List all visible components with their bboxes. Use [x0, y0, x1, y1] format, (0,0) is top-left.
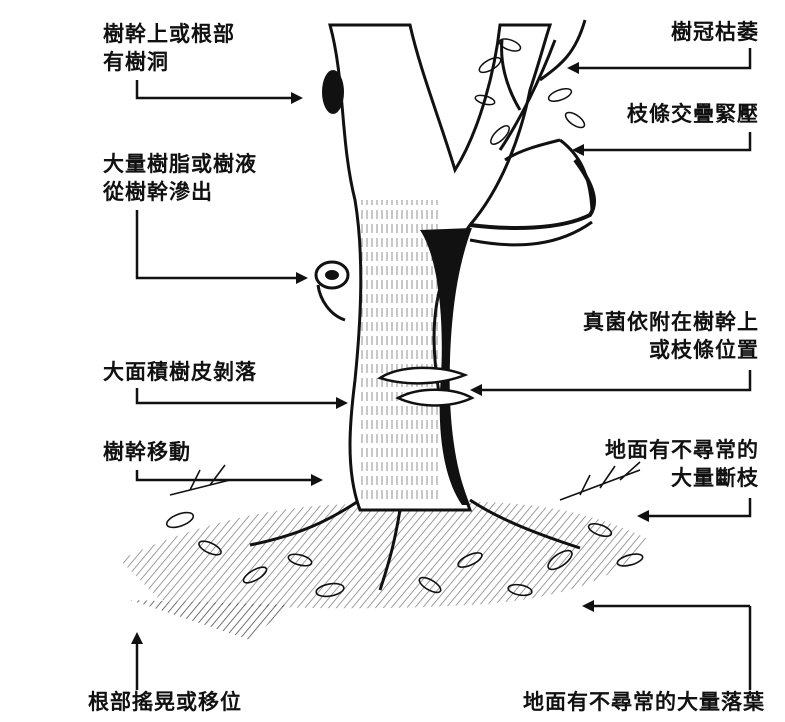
ground — [120, 498, 650, 640]
label-hollow-line1: 樹幹上或根部 — [103, 22, 235, 46]
label-broken-branches-line2: 大量斷枝 — [671, 466, 759, 490]
label-bark-peeling: 大面積樹皮剝落 — [103, 360, 257, 384]
label-fungus-line2: 或枝條位置 — [649, 338, 759, 362]
label-crown-wilt: 樹冠枯萎 — [671, 20, 759, 44]
sap-stub — [314, 260, 350, 322]
label-fallen-leaves: 地面有不尋常的大量落葉 — [523, 690, 765, 714]
label-hollow-line2: 有樹洞 — [103, 50, 169, 74]
leader-lines — [135, 48, 752, 690]
label-branch-cross: 枝條交疊緊壓 — [627, 102, 759, 126]
label-trunk-movement: 樹幹移動 — [103, 440, 191, 464]
label-sap-line1: 大量樹脂或樹液 — [103, 152, 257, 176]
label-sap: 大量樹脂或樹液 從樹幹滲出 — [103, 150, 257, 206]
bracket-fungus — [377, 366, 475, 407]
label-fungus: 真菌依附在樹幹上 或枝條位置 — [583, 308, 759, 364]
hollow — [322, 70, 344, 114]
crown-leaves — [474, 38, 586, 145]
label-broken-branches: 地面有不尋常的 大量斷枝 — [605, 436, 759, 492]
label-hollow: 樹幹上或根部 有樹洞 — [103, 20, 235, 76]
label-root-shake: 根部搖晃或移位 — [88, 690, 242, 714]
label-fungus-line1: 真菌依附在樹幹上 — [583, 310, 759, 334]
arrowheads — [131, 62, 649, 644]
leaf-litter — [165, 461, 644, 598]
trunk — [328, 23, 596, 512]
label-broken-branches-line1: 地面有不尋常的 — [605, 438, 759, 462]
label-sap-line2: 從樹幹滲出 — [103, 180, 213, 204]
